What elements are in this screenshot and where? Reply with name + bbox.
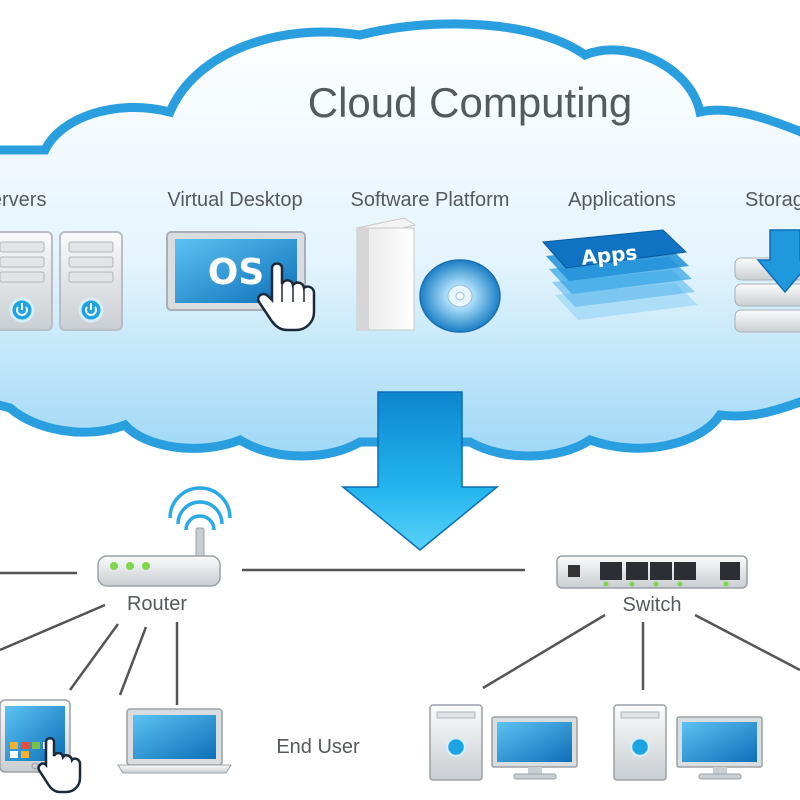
switch-icon [556, 555, 748, 589]
pointer-hand-icon [257, 262, 316, 332]
server-icon [0, 231, 123, 331]
os-screen-text: OS [208, 252, 265, 293]
desktop-computer-icon-2 [613, 704, 763, 781]
service-label-applications: Applications [568, 189, 676, 211]
diagram-title: Cloud Computing [308, 79, 633, 126]
service-label-servers: Servers [0, 189, 46, 211]
storage-icon [734, 229, 800, 333]
tablet-pointer-hand-icon [37, 737, 82, 794]
service-label-virtual-desktop: Virtual Desktop [167, 189, 302, 211]
download-arrow [340, 391, 500, 551]
apps-badge-text: Apps [580, 240, 638, 270]
end-user-label: End User [276, 736, 360, 758]
laptop-icon [117, 708, 232, 774]
router-icon [97, 486, 232, 587]
disc-icon [419, 259, 501, 333]
apps-stack-icon: Apps [541, 229, 698, 320]
switch-label: Switch [623, 594, 682, 616]
service-label-software-platform: Software Platform [351, 189, 510, 211]
service-label-storage: Storage [745, 189, 800, 211]
desktop-computer-icon-1 [429, 704, 578, 781]
software-box-icon [355, 217, 417, 331]
network-lines [0, 568, 800, 705]
router-label: Router [127, 593, 187, 615]
